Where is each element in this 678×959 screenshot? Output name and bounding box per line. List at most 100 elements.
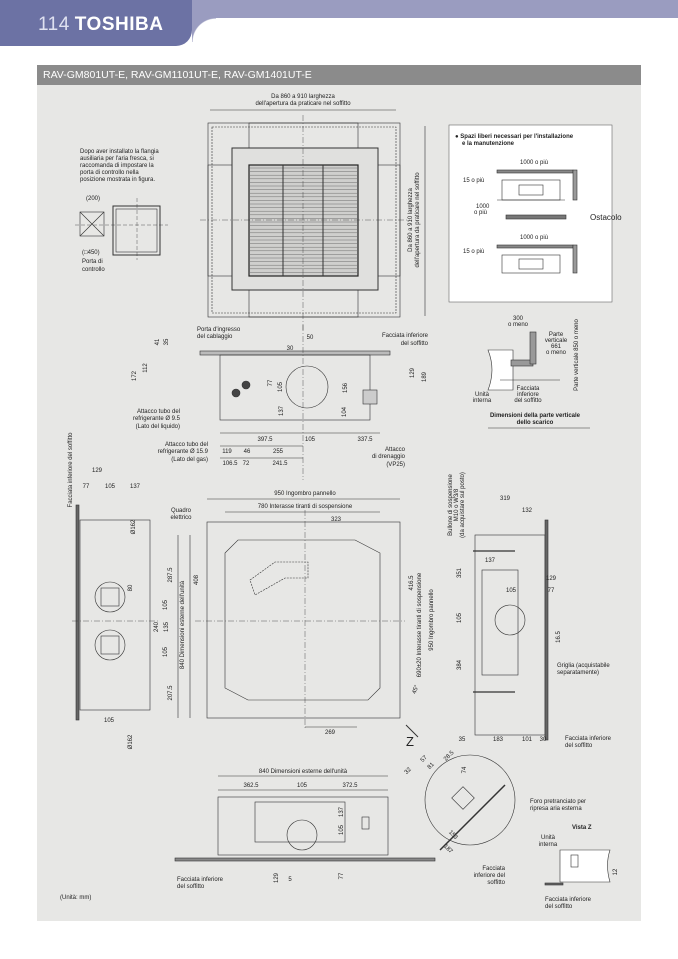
left-view-dims-d105a-label: 105 xyxy=(163,599,169,610)
control-port-diagram xyxy=(75,198,168,260)
right-view-ceiling-1-label: del soffitto xyxy=(565,743,593,749)
plan-view-view-z-label: Z xyxy=(406,734,414,749)
detail-view-ceiling-1-label: inferiore del xyxy=(474,873,505,879)
top-view-height-label-0-label: Da 860 a 910 larghezza xyxy=(408,187,414,251)
view-z-unit-0-label: Unità xyxy=(541,835,556,841)
side-view-dims-d46-label: 46 xyxy=(244,449,251,455)
plan-view-d323-label: 323 xyxy=(331,517,342,523)
side-view-ceiling-face-1-label: del soffitto xyxy=(401,341,429,347)
detail-view-ceiling-2-label: soffitto xyxy=(487,880,505,886)
control-port-note-text-3-label: porta di controllo nella xyxy=(80,170,139,176)
drain-detail-unit-1-label: interna xyxy=(473,398,492,404)
drain-detail-ceiling-2-label: del soffitto xyxy=(514,398,542,404)
plan-view-d416-label: 416.5 xyxy=(409,575,415,591)
detail-view-dims-d32-label: 32 xyxy=(404,766,413,775)
clearance-below-dim-1-label: o più xyxy=(474,210,487,216)
side-view-wiring-port-1-label: del cablaggio xyxy=(197,334,233,340)
side-view-dims-d156-label: 156 xyxy=(343,382,349,393)
front-view-units-label: (Unità: mm) xyxy=(60,895,91,901)
plan-view-electrical-box-0-label: Quadro xyxy=(171,508,192,514)
left-view-dims-d408-label: 408 xyxy=(194,574,200,585)
side-view-dims-d105-label: 105 xyxy=(278,381,284,392)
clearance-top-dim-label: 1000 o più xyxy=(520,160,548,166)
left-view-dims-unit840-label: 840 Dimensioni esterne dell'unità xyxy=(180,580,186,669)
right-view-dims-d105v-label: 105 xyxy=(457,612,463,623)
side-view-liquid-pipe-2-label: (Lato del liquido) xyxy=(136,424,180,430)
clearance-top-dim-2-label: 1000 o più xyxy=(520,235,548,241)
detail-view-knockout-1-label: ripresa aria esterna xyxy=(530,806,582,812)
front-view xyxy=(174,775,436,862)
side-view-dims-d397-label: 397.5 xyxy=(257,437,273,443)
side-view-wiring-port-0-label: Porta d'ingresso xyxy=(197,327,241,333)
right-view-grille-0-label: Griglia (acquistabile xyxy=(557,663,610,669)
left-view xyxy=(72,504,191,721)
side-view-liquid-pipe-0-label: Attacco tubo del xyxy=(137,409,180,415)
clearance-obstacle-label: Ostacolo xyxy=(590,213,622,222)
left-view-dims-d105b-label: 105 xyxy=(163,646,169,657)
side-view-dims-d35-label: 35 xyxy=(164,338,170,345)
right-view-dims-d351-label: 351 xyxy=(457,567,463,578)
left-view-dims-phi2-label: Ø162 xyxy=(128,734,134,749)
right-view xyxy=(473,519,549,741)
right-view-dims-d35-label: 35 xyxy=(459,737,466,743)
right-view-dims-d129-label: 129 xyxy=(546,576,557,582)
page-number: 114 xyxy=(38,14,70,35)
detail-view-dims-d57-label: 57 xyxy=(420,754,429,763)
right-view-dims-d105-label: 105 xyxy=(506,588,517,594)
left-view-dims-d287-label: 287.5 xyxy=(168,567,174,583)
drain-detail-vertical-part-1-label: verticale xyxy=(545,338,568,344)
front-view-dims-d137-label: 137 xyxy=(339,806,345,817)
top-view xyxy=(200,109,426,330)
side-view-gas-pipe-1-label: refrigerante Ø 15.9 xyxy=(158,449,209,455)
right-view-bolt-1-label: M10 o W3/8 xyxy=(454,488,460,521)
clearance-title-1-label: e la manutenzione xyxy=(462,141,515,147)
right-view-bolt-2-label: (da acquistare sul posto) xyxy=(460,472,466,538)
side-view-drain-0-label: Attacco xyxy=(385,447,406,453)
front-view-dims-d129-label: 129 xyxy=(274,872,280,883)
left-view-dims-phi1-label: Ø162 xyxy=(131,519,137,534)
side-view xyxy=(199,325,391,480)
side-view-dims-d105b-label: 105 xyxy=(305,437,316,443)
left-view-dims-d240-label: 240 xyxy=(154,621,160,632)
drain-detail xyxy=(487,331,590,429)
right-view-bolt-0-label: Bullone di sospensione xyxy=(448,473,454,535)
left-view-ceiling-label: Facciata inferiore del soffitto xyxy=(68,432,74,508)
side-view-dims-d41-label: 41 xyxy=(155,338,161,345)
front-view-dims-d105-label: 105 xyxy=(297,783,308,789)
control-port-note-label-0-label: Porta di xyxy=(82,259,103,265)
front-view-dims-d105v-label: 105 xyxy=(339,824,345,835)
side-view-drain-1-label: di drenaggio xyxy=(372,454,406,460)
control-port-note-text-2-label: raccomanda di impostare la xyxy=(80,163,154,169)
side-view-ceiling-face-0-label: Facciata inferiore xyxy=(382,333,429,339)
front-view-ceiling-1-label: del soffitto xyxy=(177,884,205,890)
view-z-detail xyxy=(544,849,611,886)
control-port-note-text-1-label: ausiliaria per l'aria fresca, si xyxy=(80,156,154,162)
side-view-dims-d189-label: 189 xyxy=(422,371,428,382)
side-view-dims-d255-label: 255 xyxy=(273,449,284,455)
side-view-dims-d104-label: 104 xyxy=(342,406,348,417)
side-view-dims-d72-label: 72 xyxy=(243,461,250,467)
detail-view-dims-d28-label: 28.5 xyxy=(443,750,456,763)
front-view-dims-d362-label: 362.5 xyxy=(243,783,259,789)
left-view-dims-d207-label: 207.5 xyxy=(168,685,174,701)
section-title: RAV-GM801UT-E, RAV-GM1101UT-E, RAV-GM140… xyxy=(37,65,641,85)
right-view-dims-d132-label: 132 xyxy=(522,508,533,514)
side-view-liquid-pipe-1-label: refrigerante Ø 9.5 xyxy=(133,416,181,422)
detail-view-dims-d74-label: 74 xyxy=(462,766,468,773)
left-view-dims-d80-label: 80 xyxy=(128,584,134,591)
left-view-dims-d105c-label: 105 xyxy=(104,718,115,724)
plan-view-hanger-pitch-label: 780 Interasse tiranti di sospensione xyxy=(258,504,353,510)
side-view-dims-d337-label: 337.5 xyxy=(357,437,373,443)
side-view-gas-pipe-2-label: (Lato del gas) xyxy=(171,457,208,463)
view-z-ceiling-0-label: Facciata inferiore xyxy=(545,897,592,903)
right-view-dims-d137-label: 137 xyxy=(485,558,496,564)
top-view-width-label-1-label: dell'apertura da praticare nel soffitto xyxy=(255,101,351,107)
plan-view-angle-label: 45° xyxy=(412,684,421,695)
header-curve xyxy=(192,18,216,42)
control-port-note-size-label: (□450) xyxy=(82,250,100,256)
side-view-dims-d112-label: 112 xyxy=(143,363,149,373)
drain-detail-caption-1-label: dello scarico xyxy=(517,420,554,426)
side-view-dims-d119-label: 119 xyxy=(222,449,232,455)
view-z-title-label: Vista Z xyxy=(572,825,592,831)
